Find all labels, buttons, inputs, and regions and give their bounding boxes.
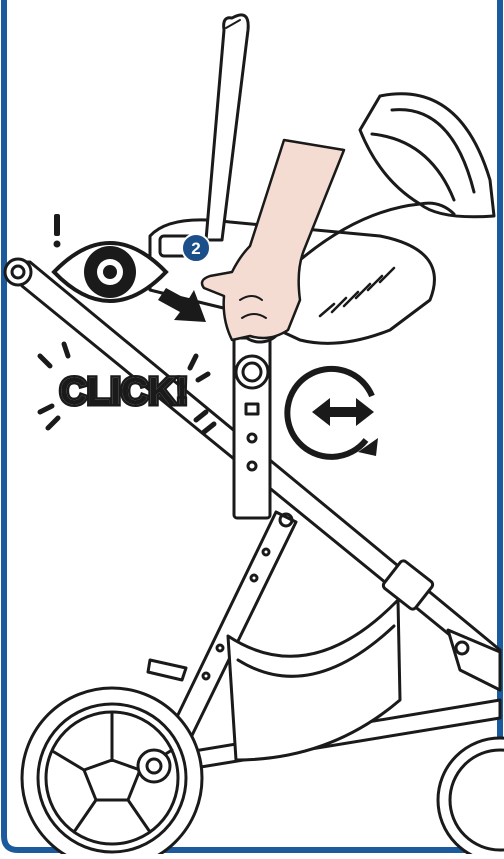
step-number: 2	[191, 239, 200, 258]
rotate-bidirectional-icon	[287, 369, 378, 457]
front-wheel	[22, 688, 202, 854]
click-label-fill: CLICK!	[60, 371, 189, 413]
rear-wheel	[438, 738, 504, 854]
step-badge: 2	[182, 234, 210, 262]
exclamation-icon	[54, 214, 61, 248]
